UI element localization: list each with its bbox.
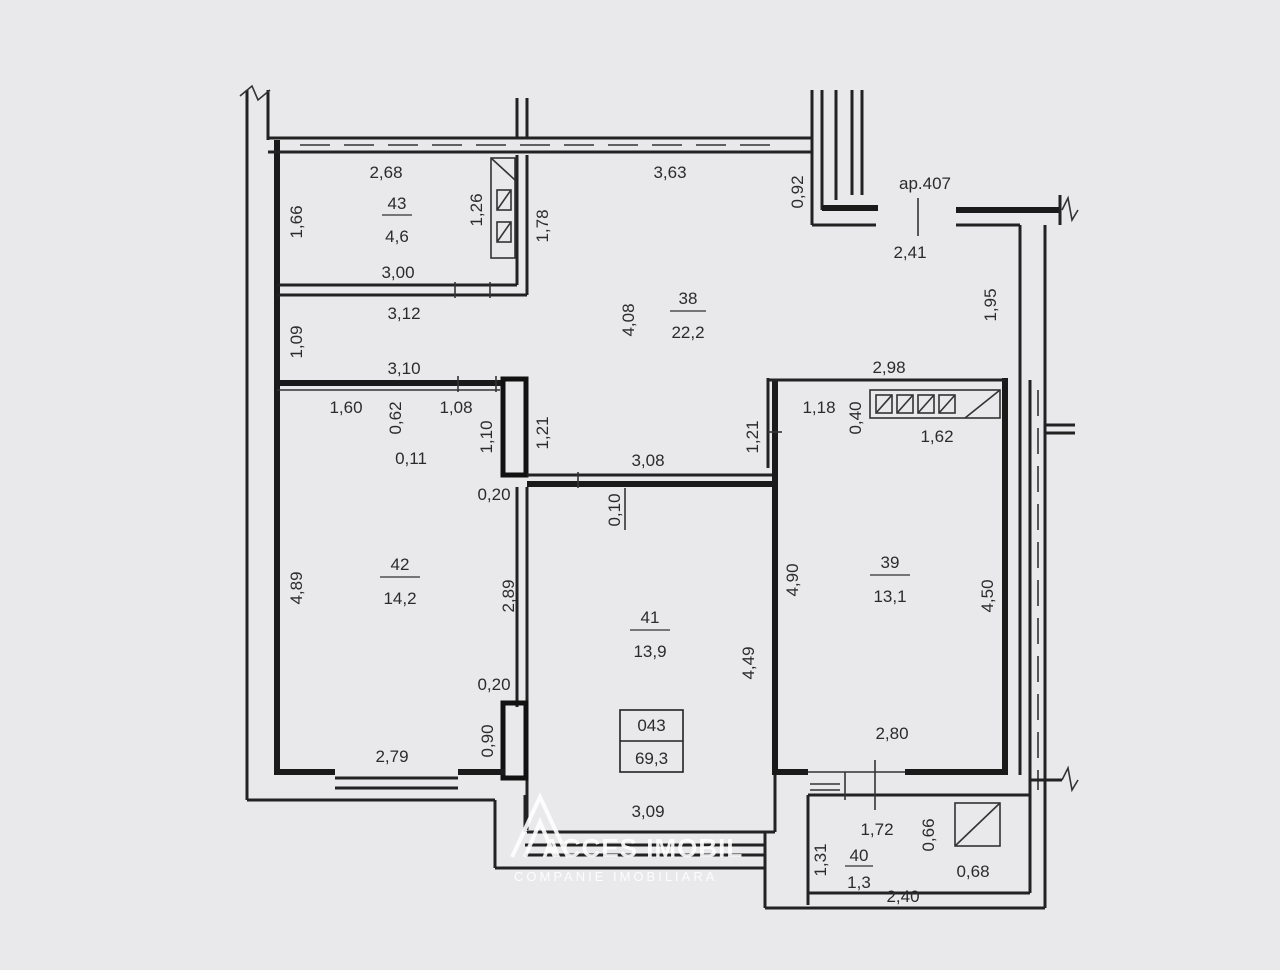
dim-label: 2,41 bbox=[893, 243, 926, 262]
dim-label: 4,08 bbox=[619, 303, 638, 336]
dimension-labels-vertical: 1,66 1,26 1,78 0,92 1,09 4,08 1,95 0,62 … bbox=[287, 175, 1000, 876]
dim-label: 1,78 bbox=[533, 209, 552, 242]
dim-label: 1,08 bbox=[439, 398, 472, 417]
dim-label: 3,00 bbox=[381, 263, 414, 282]
room-39-number: 39 bbox=[881, 553, 900, 572]
room-38-number: 38 bbox=[679, 289, 698, 308]
dim-label: 1,10 bbox=[477, 420, 496, 453]
dim-label: 0,20 bbox=[477, 675, 510, 694]
dim-label: 0,40 bbox=[846, 401, 865, 434]
room-41-area: 13,9 bbox=[633, 642, 666, 661]
dim-label: 1,66 bbox=[287, 205, 306, 238]
dim-label: 0,62 bbox=[386, 401, 405, 434]
dim-label: 3,12 bbox=[387, 304, 420, 323]
dim-label: 2,98 bbox=[872, 358, 905, 377]
dim-label: 3,10 bbox=[387, 359, 420, 378]
room-43-number: 43 bbox=[388, 194, 407, 213]
room-40-area: 1,3 bbox=[847, 873, 871, 892]
logo-mountain-icon bbox=[510, 792, 570, 858]
dim-label: 2,68 bbox=[369, 163, 402, 182]
apartment-total-area: 69,3 bbox=[635, 749, 668, 768]
dim-label: 1,18 bbox=[802, 398, 835, 417]
dim-label: 4,90 bbox=[783, 563, 802, 596]
watermark-title: ACCES IMOBIL bbox=[542, 833, 743, 863]
dim-label: 1,09 bbox=[287, 325, 306, 358]
dim-label: 1,72 bbox=[860, 820, 893, 839]
dim-label: 1,95 bbox=[981, 288, 1000, 321]
dim-label: 3,09 bbox=[631, 802, 664, 821]
room-40-number: 40 bbox=[850, 846, 869, 865]
dim-label: 0,90 bbox=[478, 724, 497, 757]
dim-label: 0,66 bbox=[919, 818, 938, 851]
dim-label: 1,62 bbox=[920, 427, 953, 446]
room-43-area: 4,6 bbox=[385, 227, 409, 246]
walls bbox=[239, 84, 1079, 910]
dim-label: 0,92 bbox=[788, 175, 807, 208]
dim-label: 2,80 bbox=[875, 724, 908, 743]
room-41-number: 41 bbox=[641, 608, 660, 627]
dimension-labels: 2,68 3,63 2,41 3,00 3,12 3,10 2,98 1,60 … bbox=[329, 163, 989, 906]
dim-label: 1,60 bbox=[329, 398, 362, 417]
dim-label: 3,63 bbox=[653, 163, 686, 182]
dim-label: 1,21 bbox=[743, 420, 762, 453]
room-38-area: 22,2 bbox=[671, 323, 704, 342]
dim-label: 0,20 bbox=[477, 485, 510, 504]
room-42-area: 14,2 bbox=[383, 589, 416, 608]
dim-label: 4,89 bbox=[287, 571, 306, 604]
dim-label: 0,10 bbox=[605, 493, 624, 526]
dim-label: 1,21 bbox=[533, 416, 552, 449]
room-42-number: 42 bbox=[391, 555, 410, 574]
dim-label: 4,50 bbox=[978, 579, 997, 612]
summary-box: 043 69,3 bbox=[619, 709, 684, 773]
dim-label: 1,26 bbox=[467, 193, 486, 226]
room-labels: 43 4,6 38 22,2 42 14,2 41 13,9 39 13,1 4… bbox=[380, 174, 951, 892]
watermark-subtitle: COMPANIE IMOBILIARA bbox=[514, 869, 717, 884]
dim-label: 2,40 bbox=[886, 887, 919, 906]
watermark: ACCES IMOBIL COMPANIE IMOBILIARA bbox=[510, 792, 743, 884]
dim-label: 2,79 bbox=[375, 747, 408, 766]
dim-label: 0,68 bbox=[956, 862, 989, 881]
dim-label: 1,31 bbox=[811, 843, 830, 876]
dim-label: 0,11 bbox=[395, 449, 427, 468]
dim-label: 2,89 bbox=[499, 579, 518, 612]
apartment-code: 043 bbox=[637, 716, 665, 735]
apartment-ref-label: ap.407 bbox=[899, 174, 951, 193]
room-39-area: 13,1 bbox=[873, 587, 906, 606]
dim-label: 4,49 bbox=[739, 646, 758, 679]
dim-label: 3,08 bbox=[631, 451, 664, 470]
